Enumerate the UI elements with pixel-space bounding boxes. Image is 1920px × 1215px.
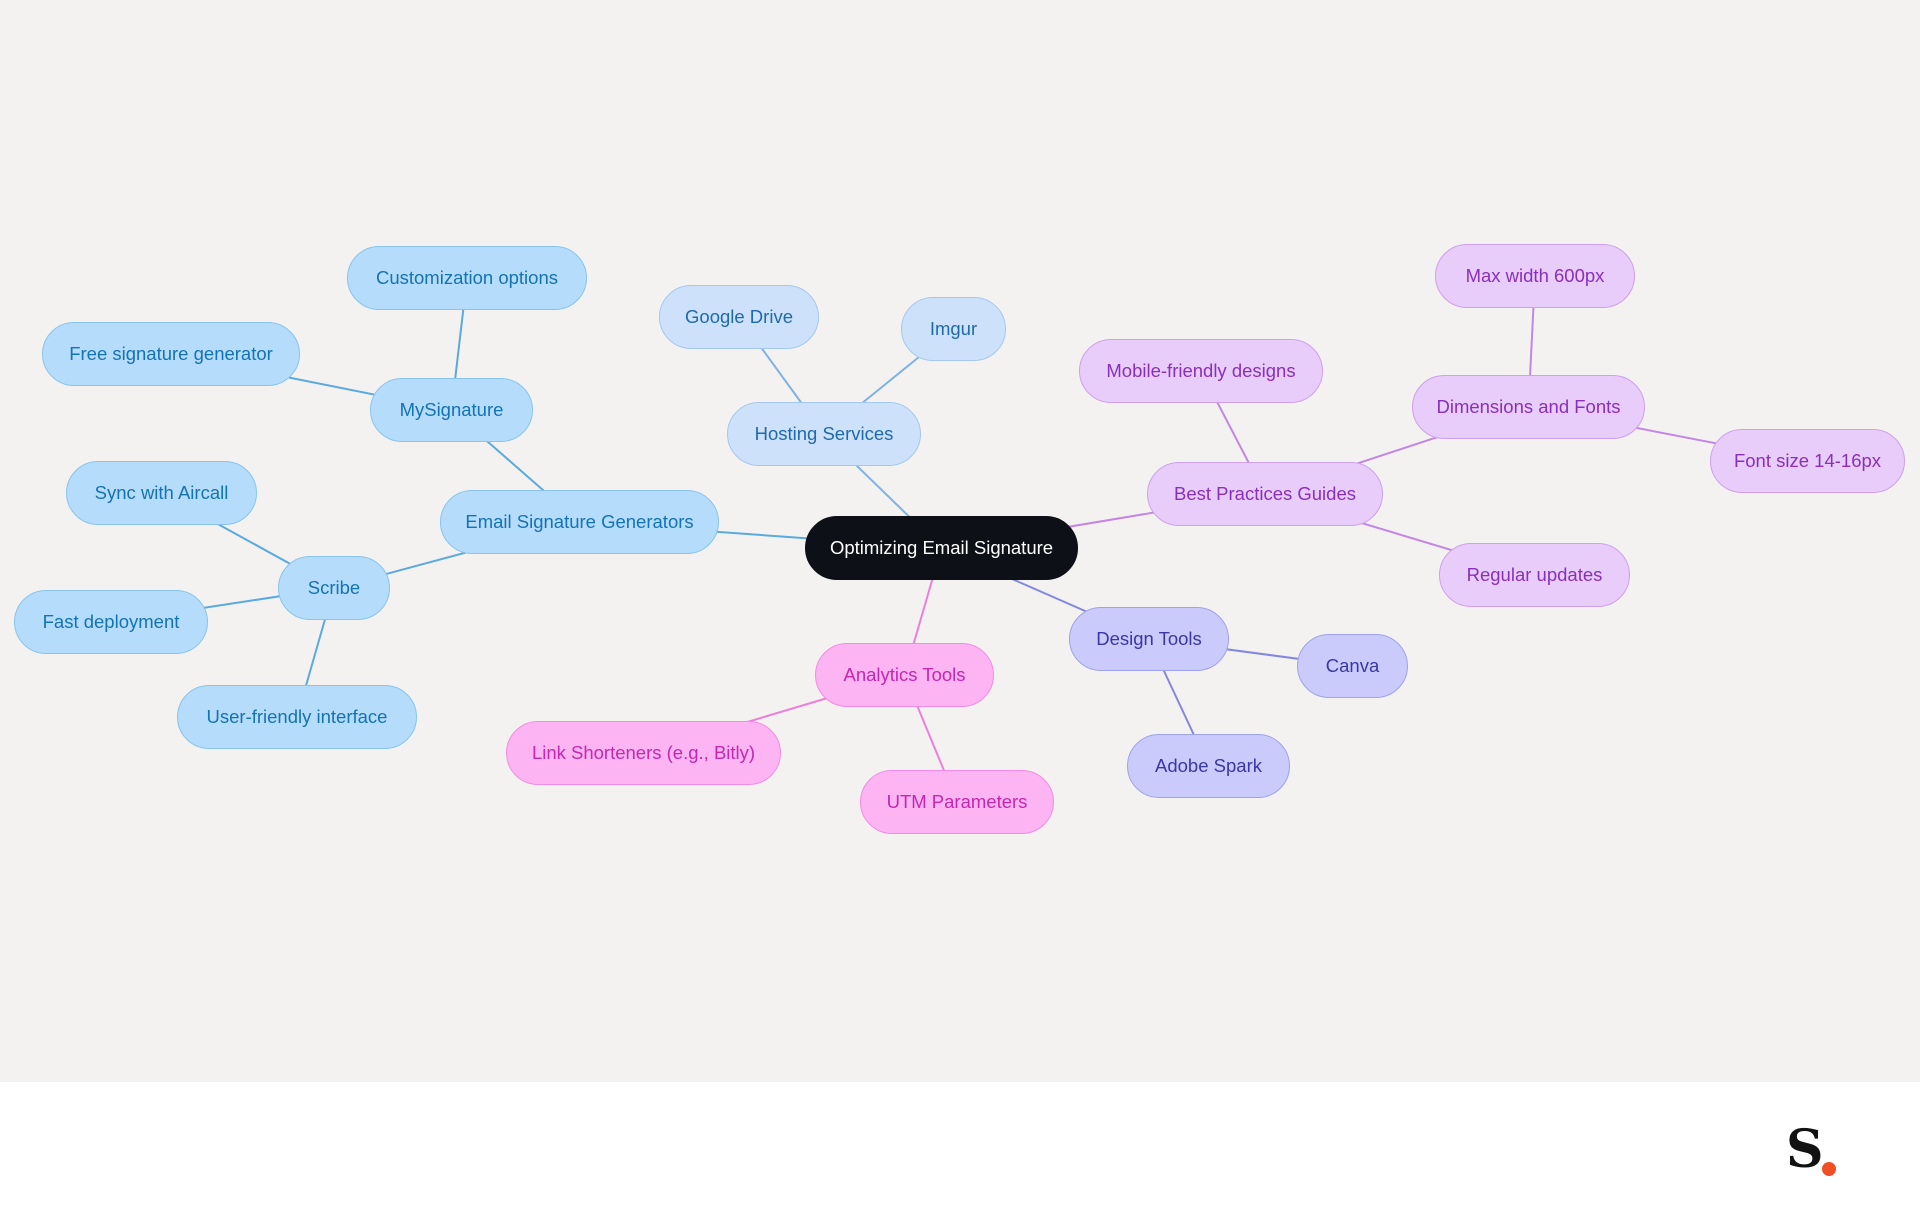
- node-mobile-friendly-designs: Mobile-friendly designs: [1079, 339, 1323, 403]
- node-utm-parameters: UTM Parameters: [860, 770, 1054, 834]
- node-canva: Canva: [1297, 634, 1408, 698]
- node-dimensions-and-fonts: Dimensions and Fonts: [1412, 375, 1645, 439]
- footer-bar: [0, 1082, 1920, 1215]
- node-user-friendly-interface: User-friendly interface: [177, 685, 417, 749]
- node-regular-updates: Regular updates: [1439, 543, 1630, 607]
- logo-letter: S: [1786, 1119, 1824, 1180]
- node-link-shorteners: Link Shorteners (e.g., Bitly): [506, 721, 781, 785]
- node-customization-options: Customization options: [347, 246, 587, 310]
- node-design-tools: Design Tools: [1069, 607, 1229, 671]
- node-fast-deployment: Fast deployment: [14, 590, 208, 654]
- node-mysignature: MySignature: [370, 378, 533, 442]
- mindmap-canvas: Optimizing Email Signature Email Signatu…: [0, 0, 1920, 1082]
- node-free-signature-generator: Free signature generator: [42, 322, 300, 386]
- node-imgur: Imgur: [901, 297, 1006, 361]
- brand-logo: S: [1786, 1124, 1856, 1180]
- node-best-practices-guides: Best Practices Guides: [1147, 462, 1383, 526]
- root-node: Optimizing Email Signature: [805, 516, 1078, 580]
- node-max-width-600px: Max width 600px: [1435, 244, 1635, 308]
- node-analytics-tools: Analytics Tools: [815, 643, 994, 707]
- node-adobe-spark: Adobe Spark: [1127, 734, 1290, 798]
- node-hosting-services: Hosting Services: [727, 402, 921, 466]
- node-font-size-14-16px: Font size 14-16px: [1710, 429, 1905, 493]
- node-scribe: Scribe: [278, 556, 390, 620]
- logo-dot-icon: [1822, 1162, 1836, 1176]
- node-sync-with-aircall: Sync with Aircall: [66, 461, 257, 525]
- node-email-signature-generators: Email Signature Generators: [440, 490, 719, 554]
- node-google-drive: Google Drive: [659, 285, 819, 349]
